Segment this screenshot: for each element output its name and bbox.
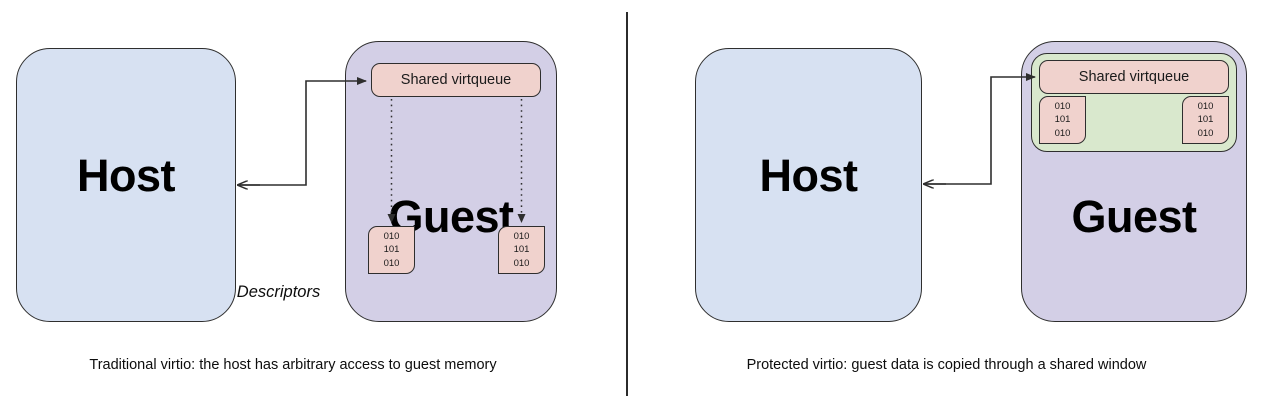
shared-virtqueue-traditional[interactable]: Shared virtqueue bbox=[371, 63, 541, 97]
shared-virtqueue-label: Shared virtqueue bbox=[1078, 69, 1190, 85]
panel-caption-traditional: Traditional virtio: the host has arbitra… bbox=[89, 357, 497, 373]
descriptor-box[interactable]: 010 101 010 bbox=[1039, 96, 1086, 144]
descriptor-line: 010 bbox=[1054, 100, 1071, 112]
panel-caption-protected: Protected virtio: guest data is copied t… bbox=[746, 357, 1147, 373]
host-label: Host bbox=[77, 150, 176, 201]
descriptor-line: 010 bbox=[513, 257, 530, 269]
descriptor-box[interactable]: 010 101 010 bbox=[498, 226, 545, 274]
panel-protected: Host Guest Shared virtqueue 010 101 010 … bbox=[627, 0, 1266, 408]
host-label: Host bbox=[759, 150, 859, 201]
descriptor-line: 010 bbox=[513, 230, 530, 242]
descriptor-line: 101 bbox=[383, 244, 400, 256]
descriptor-line: 101 bbox=[1197, 114, 1214, 126]
shared-virtqueue-protected[interactable]: Shared virtqueue bbox=[1039, 60, 1229, 94]
descriptor-line: 010 bbox=[1197, 100, 1214, 112]
descriptor-line: 010 bbox=[383, 257, 400, 269]
descriptor-line: 101 bbox=[1054, 114, 1071, 126]
panel-divider bbox=[626, 12, 628, 396]
descriptor-box[interactable]: 010 101 010 bbox=[1182, 96, 1229, 144]
descriptors-caption: Descriptors bbox=[236, 283, 321, 301]
host-box-protected[interactable]: Host bbox=[695, 48, 922, 322]
host-box-traditional[interactable]: Host bbox=[16, 48, 236, 322]
descriptor-line: 010 bbox=[1197, 127, 1214, 139]
descriptor-box[interactable]: 010 101 010 bbox=[368, 226, 415, 274]
descriptor-line: 010 bbox=[383, 230, 400, 242]
shared-virtqueue-label: Shared virtqueue bbox=[400, 72, 512, 88]
descriptor-line: 101 bbox=[513, 244, 530, 256]
guest-label: Guest bbox=[1071, 191, 1197, 242]
descriptor-line: 010 bbox=[1054, 127, 1071, 139]
panel-traditional: Host Guest Shared virtqueue 010 101 010 … bbox=[0, 0, 627, 408]
